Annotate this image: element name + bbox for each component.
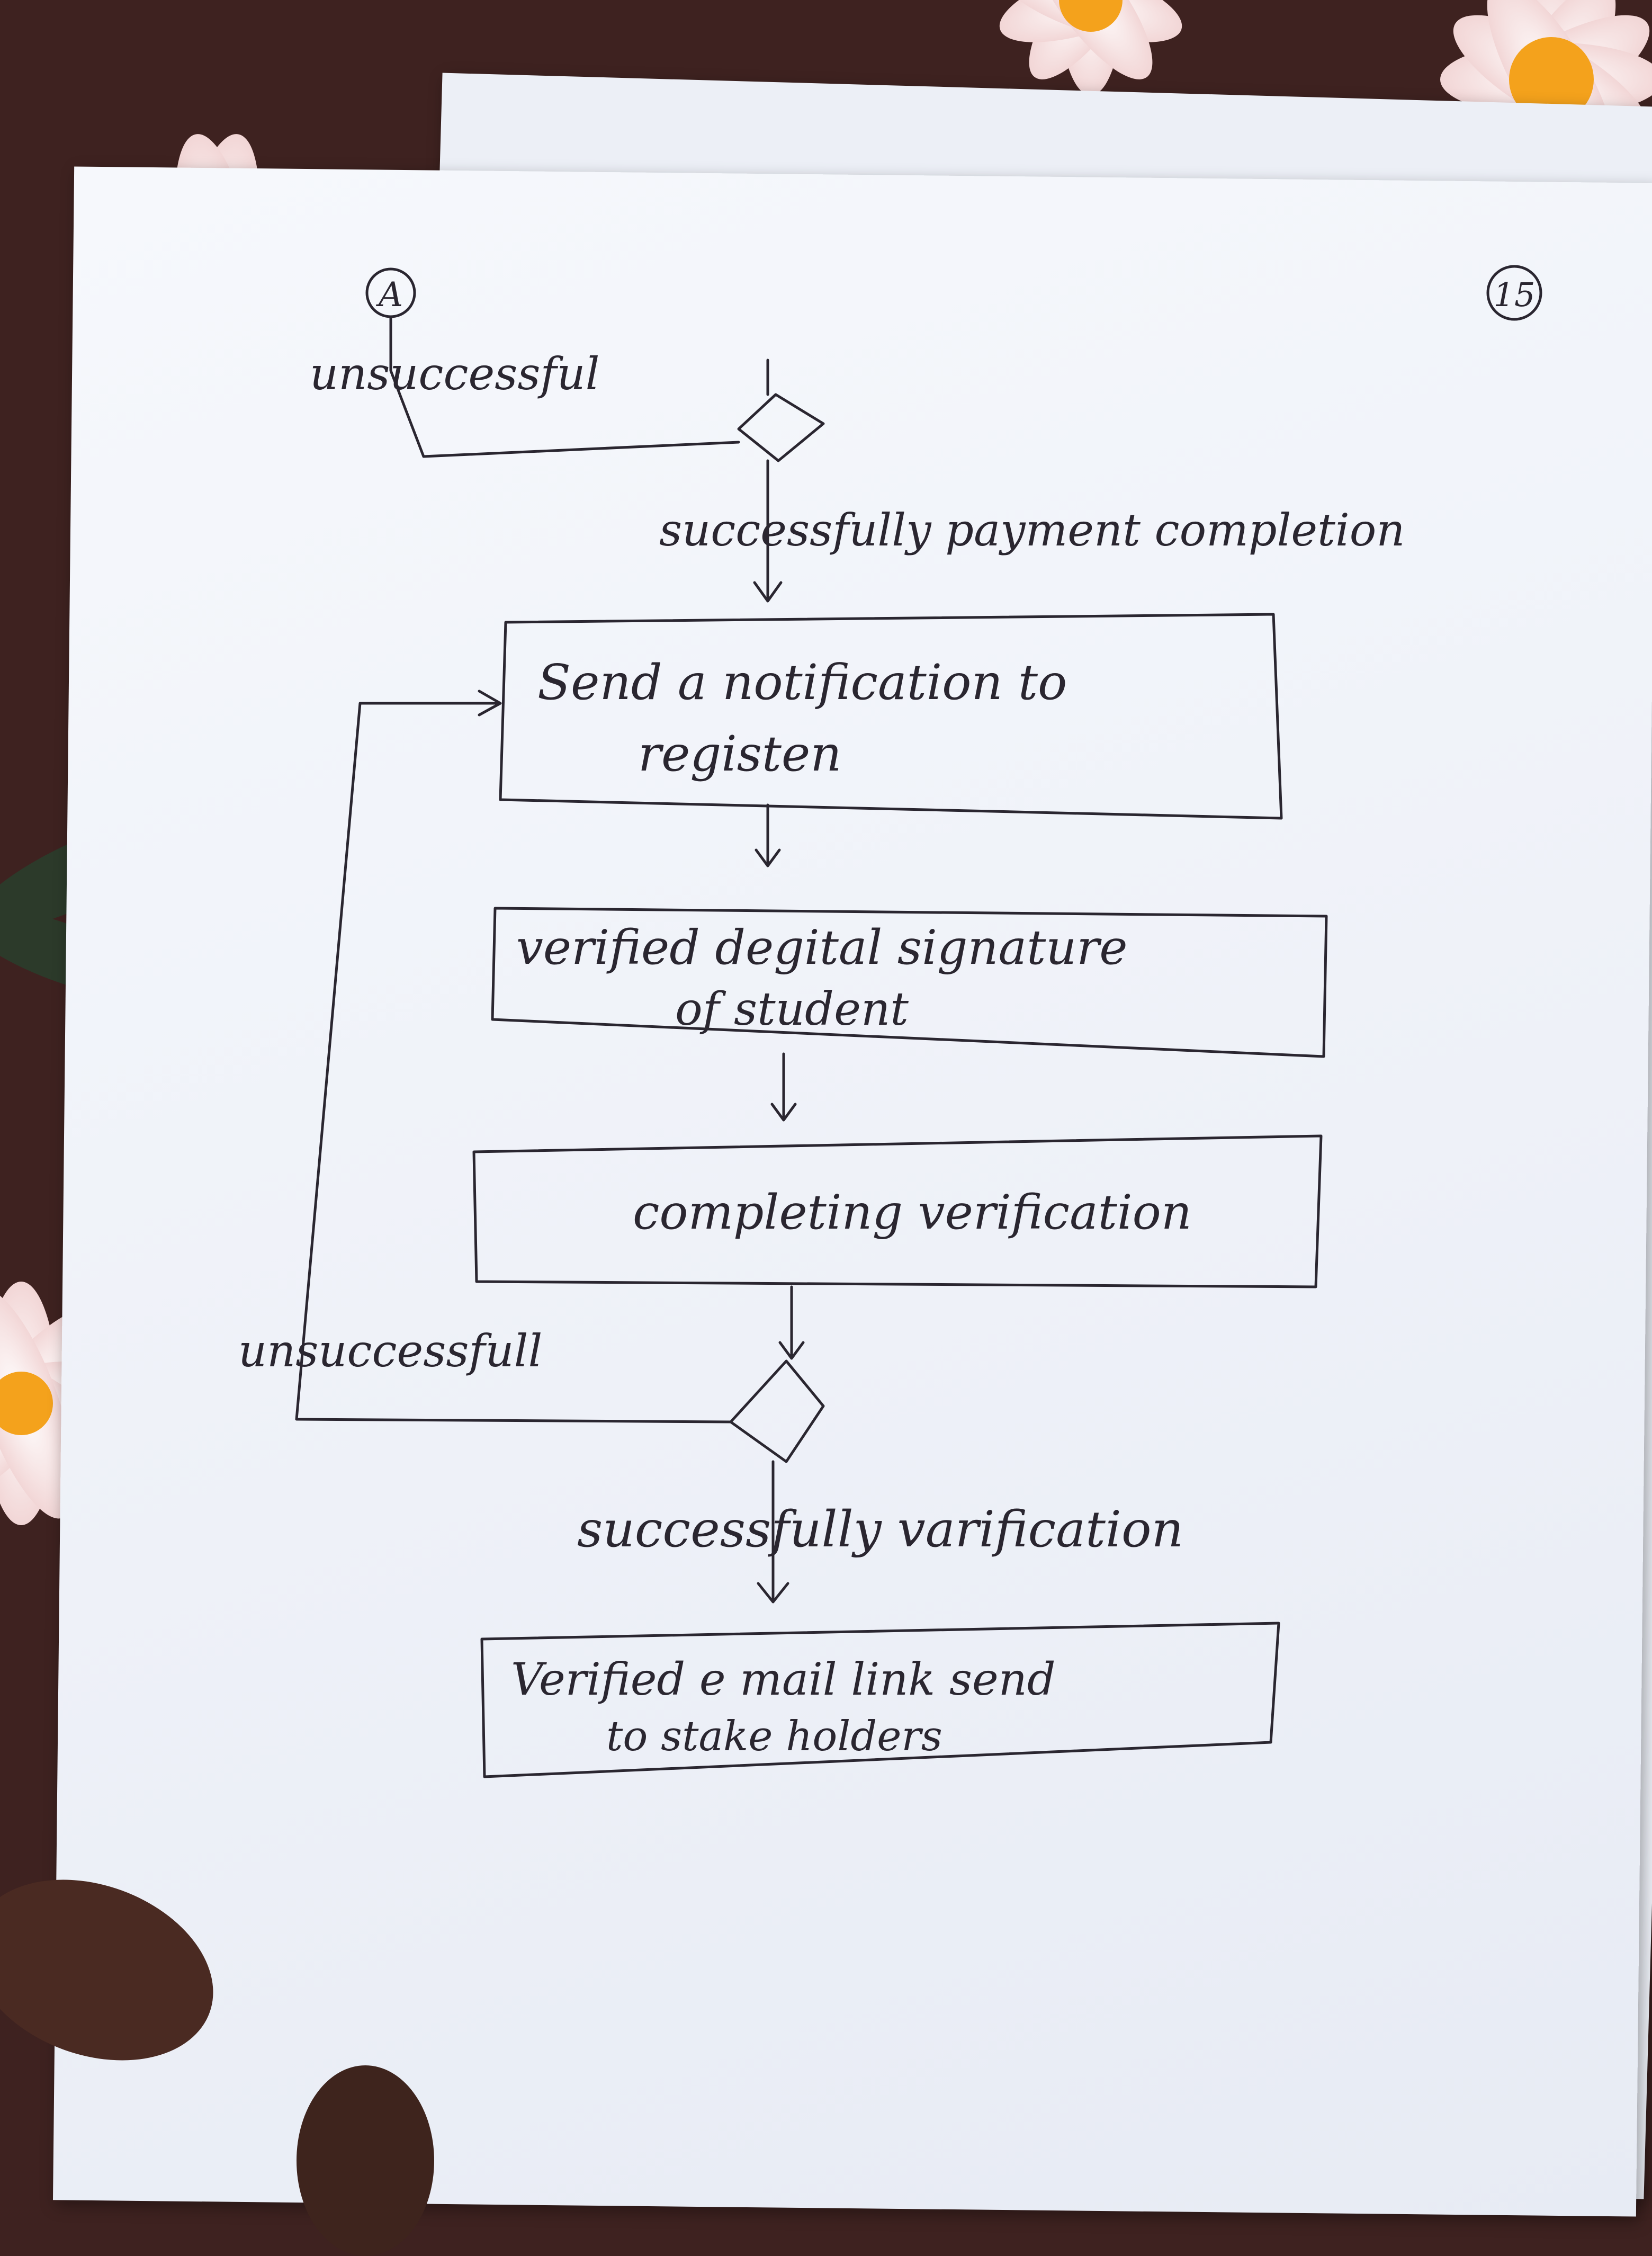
- arrow-step-3-to-decision-2: [778, 1285, 805, 1360]
- connector-a-label: A: [376, 275, 403, 315]
- step-send-notification: Send a notification to registen: [499, 613, 1283, 820]
- final-step-line-1: Verified e mail link send: [511, 1653, 1056, 1705]
- page-number-badge: 15: [1486, 265, 1542, 321]
- loop-decision-2-to-step-1: [295, 690, 732, 1424]
- decision-1-yes-label: successfully payment completion: [659, 504, 1405, 556]
- connector-a: A: [365, 267, 416, 318]
- decision-2-diamond: [729, 1359, 825, 1463]
- step-verified-email-link: Verified e mail link send to stake holde…: [480, 1622, 1280, 1778]
- flower-top-center: [999, 0, 1182, 95]
- step-3-line-1: completing verification: [633, 1185, 1192, 1240]
- decision-1-no-label: unsuccessful: [310, 348, 599, 400]
- arrow-step-1-to-step-2: [755, 803, 781, 867]
- arrow-decision-1-to-step-1: [753, 459, 783, 603]
- decision-1-diamond: [737, 393, 825, 462]
- arrow-decision-2-to-final: [757, 1460, 789, 1604]
- step-2-line-2: of student: [675, 983, 909, 1036]
- decision-2-yes-label: successfully varification: [577, 1501, 1183, 1559]
- page-number: 15: [1494, 275, 1536, 314]
- step-completing-verification: completing verification: [472, 1134, 1323, 1288]
- step-1-line-2: registen: [638, 726, 842, 782]
- activity-flowchart: A 15 unsuccessful successfully payment c…: [238, 265, 1542, 1778]
- line-a-to-decision-1: [389, 315, 740, 458]
- decision-2-no-label: unsuccessfull: [238, 1325, 542, 1377]
- step-2-line-1: verified degital signature: [516, 920, 1128, 975]
- flow-lines: [295, 315, 805, 1604]
- step-verified-digital-signature: verified degital signature of student: [491, 907, 1328, 1058]
- final-step-line-2: to stake holders: [606, 1713, 942, 1760]
- step-1-line-1: Send a notification to: [537, 654, 1067, 711]
- arrow-step-2-to-step-3: [770, 1052, 797, 1122]
